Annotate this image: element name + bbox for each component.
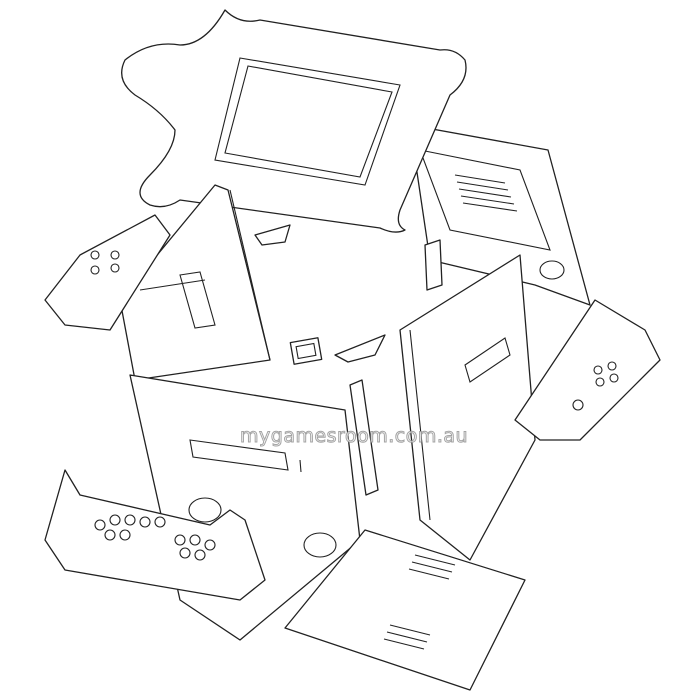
mounting-brackets — [254, 224, 443, 365]
top-panel — [121, 9, 467, 233]
left-side-panel — [119, 184, 271, 381]
center-support-strip — [349, 379, 379, 496]
rear-panel-right — [409, 124, 591, 306]
base-slots — [383, 554, 456, 650]
control-panel-right — [514, 299, 661, 441]
vent-slots — [454, 174, 518, 212]
front-panel-right — [399, 254, 536, 561]
control-panel-front — [44, 469, 266, 601]
control-panel-left — [44, 214, 171, 331]
watermark: mygamesroom.com.au — [239, 425, 469, 448]
base-plate — [284, 529, 526, 691]
